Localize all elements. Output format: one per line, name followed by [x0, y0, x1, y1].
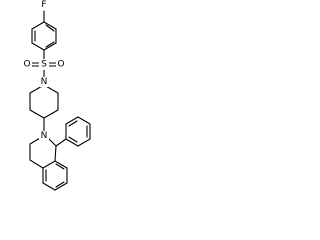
piperidine-nitrogen-atom-label: N — [41, 77, 48, 87]
sulfonyl-group — [31, 49, 57, 78]
benzo-ring — [42, 160, 68, 191]
oxygen-left-atom-label: O — [23, 60, 30, 70]
piperidine-ring — [29, 84, 59, 119]
phenyl-ring — [55, 116, 91, 147]
oxygen-right-atom-label: O — [57, 60, 64, 70]
sulfur-atom-label: S — [41, 60, 47, 70]
fluorine-atom-label: F — [41, 0, 46, 10]
chemical-structure: F S O O N N — [22, 0, 91, 191]
fluorophenyl-ring — [31, 10, 57, 51]
tetrahydroisoquinoline-ring — [29, 137, 57, 169]
isoquinoline-nitrogen-atom-label: N — [41, 131, 48, 141]
atom-labels: F S O O N N — [22, 0, 66, 141]
